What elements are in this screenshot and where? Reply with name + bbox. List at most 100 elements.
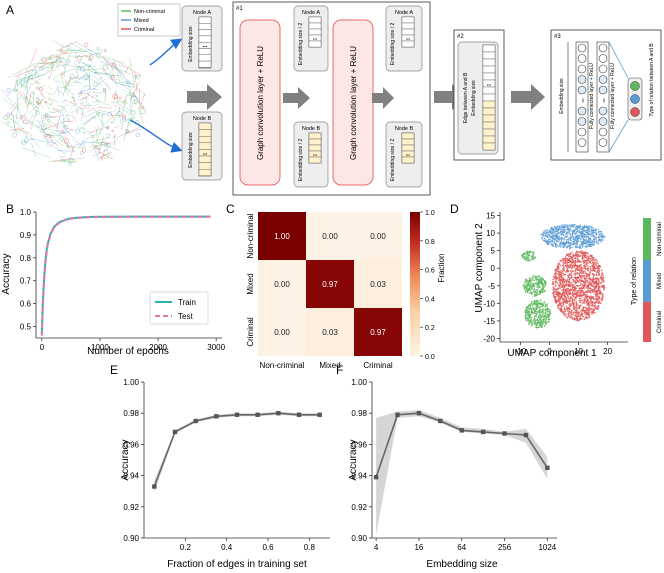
scatter-point — [588, 243, 590, 245]
scatter-point — [560, 230, 562, 233]
fc-neuron — [598, 106, 608, 116]
scatter-point — [554, 275, 557, 278]
scatter-point — [540, 276, 543, 279]
network-node — [100, 141, 105, 146]
scatter-point — [550, 230, 553, 233]
scatter-point — [588, 230, 591, 232]
scatter-point — [528, 307, 530, 310]
network-edge — [124, 128, 142, 135]
scatter-point — [589, 296, 591, 299]
scatter-point — [544, 320, 546, 323]
scatter-point — [570, 260, 572, 263]
scatter-point — [593, 259, 596, 262]
scatter-point — [570, 266, 572, 269]
network-node — [49, 56, 53, 60]
scatter-point — [562, 272, 565, 275]
network-edge — [95, 99, 111, 107]
scatter-point — [587, 291, 589, 294]
scatter-point — [556, 268, 559, 270]
scatter-point — [575, 287, 577, 290]
colorbar-tick-label: 0.8 — [425, 239, 435, 246]
scatter-point — [589, 299, 592, 301]
scatter-point — [531, 312, 533, 314]
confidence-band — [376, 410, 548, 535]
network-edge — [105, 112, 117, 124]
scatter-point — [580, 286, 583, 289]
scatter-point — [590, 233, 592, 236]
scatter-point — [580, 251, 583, 254]
scatter-point — [582, 256, 584, 259]
network-node — [96, 112, 100, 116]
network-edge — [87, 66, 91, 77]
scatter-point — [578, 294, 581, 296]
scatter-point — [597, 228, 600, 231]
network-node — [41, 57, 47, 63]
scatter-point — [568, 308, 570, 311]
node-b-half-2: Node B Embedding size / 2 ••• — [385, 121, 423, 188]
scatter-point — [549, 311, 552, 314]
scatter-point — [576, 242, 578, 244]
scatter-point — [563, 269, 565, 272]
scatter-point — [584, 267, 586, 270]
panel-label-c: C — [226, 202, 235, 216]
scatter-point — [561, 310, 564, 313]
scatter-point — [531, 251, 533, 254]
scatter-point — [557, 241, 560, 243]
scatter-point — [572, 264, 575, 267]
network-edge — [52, 40, 72, 51]
scatter-point — [560, 304, 562, 306]
col-label: Criminal — [363, 361, 393, 370]
scatter-point — [557, 227, 560, 229]
network-edge — [70, 42, 92, 55]
node-b-embedding-label: Embedding size — [188, 132, 194, 168]
scatter-point — [557, 273, 560, 276]
data-point — [480, 429, 486, 435]
y-tick-label: 0.90 — [351, 534, 367, 543]
scatter-point — [531, 258, 534, 260]
scatter-point — [589, 292, 592, 294]
scatter-point — [552, 237, 555, 240]
scatter-point — [546, 311, 549, 313]
scatter-point — [584, 314, 587, 316]
scatter-point — [549, 310, 551, 312]
scatter-point — [587, 227, 590, 230]
scatter-point — [598, 297, 600, 299]
scatter-point — [559, 272, 561, 274]
x-tick-label: 16 — [414, 543, 423, 552]
scatter-point — [535, 282, 538, 285]
scatter-point — [583, 254, 585, 257]
network-edge — [122, 88, 137, 98]
scatter-point — [602, 274, 604, 277]
network-node — [6, 121, 10, 125]
scatter-point — [584, 311, 586, 314]
scatter-point — [601, 299, 603, 302]
scatter-point — [594, 281, 596, 284]
scatter-point — [566, 299, 568, 302]
scatter-point — [538, 281, 540, 284]
network-node — [113, 94, 119, 99]
network-node — [39, 66, 43, 71]
scatter-point — [526, 288, 529, 290]
network-node — [13, 88, 17, 92]
network-node — [75, 76, 78, 79]
scatter-point — [583, 274, 586, 277]
scatter-point — [557, 268, 560, 271]
network-edge — [83, 68, 91, 80]
scatter-point — [544, 285, 546, 287]
scatter-point — [539, 306, 542, 308]
scatter-point — [566, 316, 569, 319]
scatter-point — [598, 267, 601, 269]
fc-neuron — [577, 54, 587, 63]
network-edge — [114, 133, 116, 145]
network-edge — [45, 103, 51, 111]
scatter-point — [563, 289, 565, 291]
scatter-point — [593, 306, 595, 308]
scatter-point — [561, 289, 563, 292]
scatter-point — [581, 275, 584, 277]
vector-cell — [198, 23, 212, 30]
network-edge — [46, 142, 49, 147]
scatter-point — [586, 313, 588, 316]
scatter-point — [588, 290, 590, 293]
network-node — [54, 123, 58, 127]
network-node — [76, 55, 82, 61]
